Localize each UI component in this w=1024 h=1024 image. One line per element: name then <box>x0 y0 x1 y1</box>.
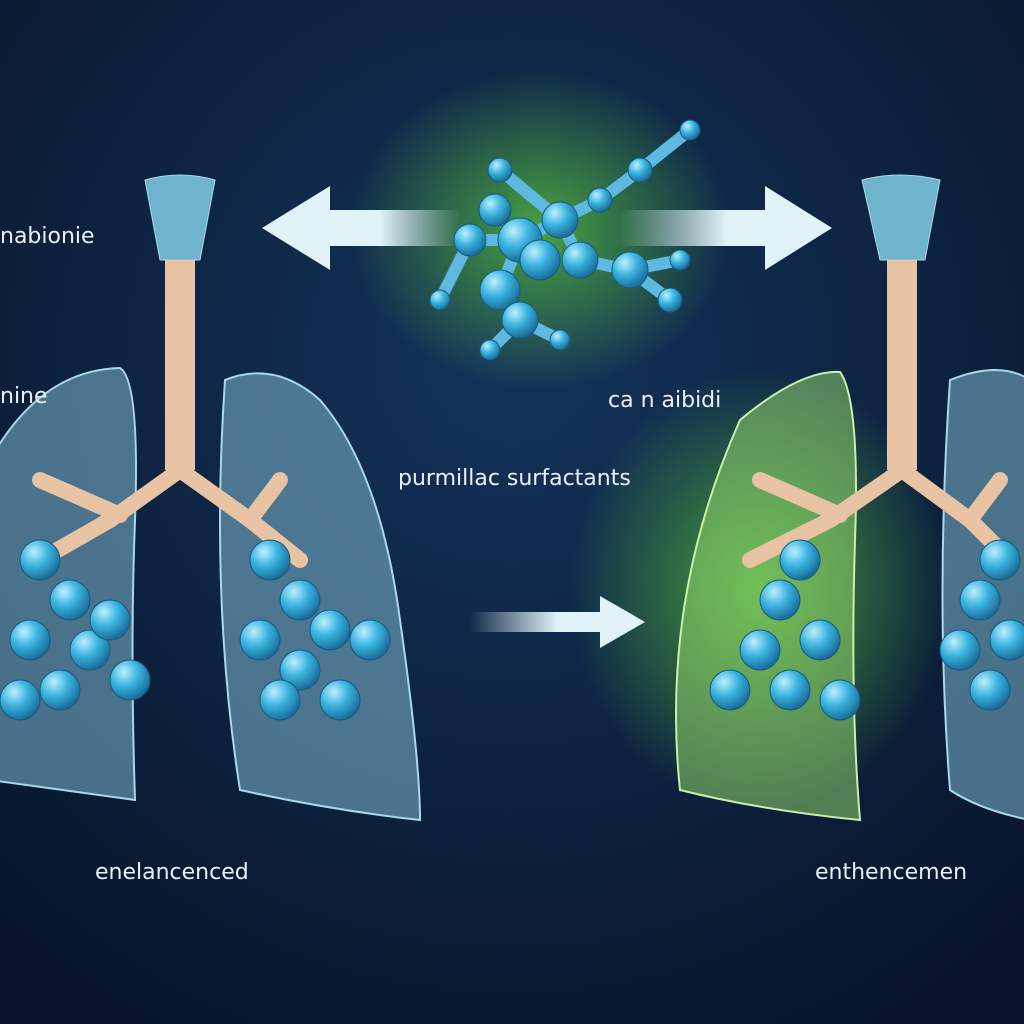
arrow-left <box>262 186 460 270</box>
molecule <box>429 119 701 361</box>
alveolus <box>979 539 1021 581</box>
alveolus <box>19 539 61 581</box>
alveolus <box>349 619 391 661</box>
alveolus <box>239 619 281 661</box>
molecule-atom <box>541 201 579 239</box>
label-bottom-left: enelancenced <box>95 860 249 885</box>
alveolus <box>9 619 51 661</box>
alveolus <box>279 649 321 691</box>
alveolus <box>259 679 301 721</box>
alveolus <box>249 539 291 581</box>
molecule-atom <box>627 157 653 183</box>
alveolus <box>0 679 41 721</box>
alveoli-clusters <box>0 539 1024 721</box>
alveolus <box>989 619 1024 661</box>
label-top-left: nabionie <box>0 224 95 249</box>
label-molecule: ca n aibidi <box>608 388 722 413</box>
alveolus <box>69 629 111 671</box>
alveolus <box>759 579 801 621</box>
molecule-atom <box>519 239 561 281</box>
label-center: purmillac surfactants <box>398 466 631 491</box>
alveolus <box>319 679 361 721</box>
alveolus <box>49 579 91 621</box>
alveolus <box>309 609 351 651</box>
alveolus <box>279 579 321 621</box>
alveolus <box>939 629 981 671</box>
alveolus <box>739 629 781 671</box>
alveolus <box>109 659 151 701</box>
arrow-right <box>620 186 832 270</box>
molecule-atom <box>561 241 599 279</box>
alveolus <box>779 539 821 581</box>
alveolus <box>769 669 811 711</box>
molecule-atom <box>487 157 513 183</box>
molecule-atom <box>479 269 521 311</box>
alveolus <box>89 599 131 641</box>
alveolus <box>709 669 751 711</box>
label-bottom-right: enthencemen <box>815 860 968 885</box>
molecule-atom <box>478 193 512 227</box>
alveolus <box>799 619 841 661</box>
arrow-middle <box>470 596 645 648</box>
molecule-atom <box>587 187 613 213</box>
label-mid-left: nine <box>0 384 48 409</box>
molecule-atom <box>611 251 649 289</box>
molecule-atom <box>479 339 501 361</box>
molecule-atom <box>549 329 571 351</box>
alveolus <box>819 679 861 721</box>
molecule-atom <box>429 289 451 311</box>
alveolus <box>959 579 1001 621</box>
molecule-atom <box>669 249 691 271</box>
molecule-atom <box>657 287 683 313</box>
molecule-atom <box>453 223 487 257</box>
alveolus <box>969 669 1011 711</box>
molecule-atom <box>679 119 701 141</box>
alveolus <box>39 669 81 711</box>
molecule-atom <box>501 301 539 339</box>
